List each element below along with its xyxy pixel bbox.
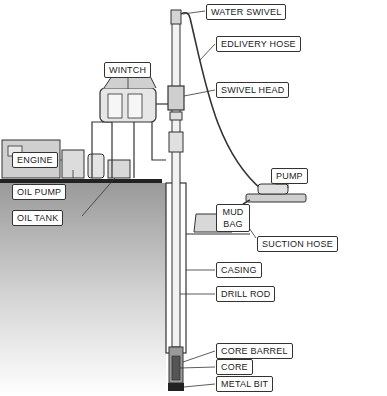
callout-box: OIL PUMP — [12, 184, 66, 200]
callout-box: EDLIVERY HOSE — [216, 36, 301, 52]
part-label: CORE — [221, 361, 248, 373]
part-label: MUD BAG — [221, 206, 245, 230]
part-label: ENGINE — [17, 154, 53, 166]
part-label: SUCTION HOSE — [262, 238, 333, 250]
part-label: CORE BARREL — [221, 345, 288, 357]
callout-box: SUCTION HOSE — [257, 236, 338, 252]
callout-box: DRILL ROD — [216, 286, 275, 302]
part-label: WINTCH — [109, 64, 146, 76]
callout-box: METAL BIT — [216, 376, 273, 392]
callout-box: ENGINE — [12, 152, 58, 168]
part-label: SWIVEL HEAD — [221, 84, 284, 96]
callout-box: MUD BAG — [216, 204, 250, 232]
part-label: METAL BIT — [221, 378, 268, 390]
callout-box: CASING — [216, 262, 262, 278]
callout-box: OIL TANK — [12, 210, 63, 226]
part-label: PUMP — [276, 170, 303, 182]
part-label: WATER SWIVEL — [211, 6, 281, 18]
callout-box: CORE — [216, 359, 253, 375]
part-label: CASING — [221, 264, 257, 276]
callout-box: SWIVEL HEAD — [216, 82, 289, 98]
callout-box: CORE BARREL — [216, 343, 293, 359]
part-label: OIL TANK — [17, 212, 58, 224]
callout-box: WATER SWIVEL — [206, 4, 286, 20]
callout-box: WINTCH — [104, 62, 151, 78]
part-label: DRILL ROD — [221, 288, 270, 300]
callout-box: PUMP — [271, 168, 308, 184]
part-label: OIL PUMP — [17, 186, 61, 198]
part-label: EDLIVERY HOSE — [221, 38, 296, 50]
